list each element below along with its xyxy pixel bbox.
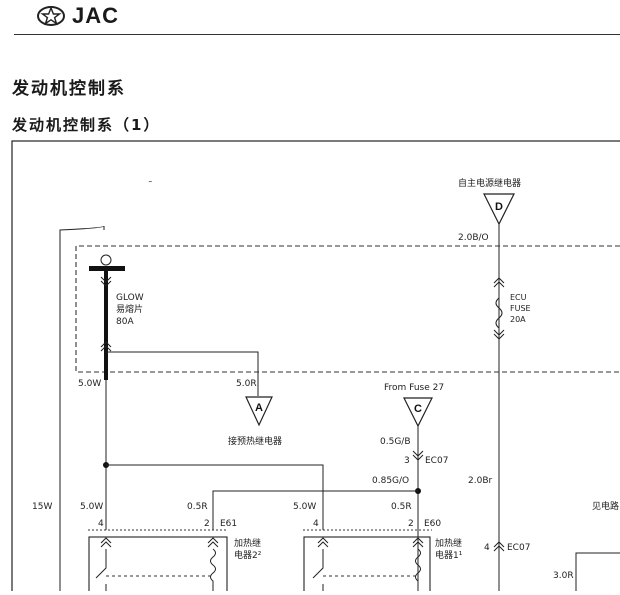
wire-label-c: 0.5G/B bbox=[380, 437, 411, 447]
relay2-code: E61 bbox=[220, 519, 237, 529]
wire-label-e60-right: 0.5R bbox=[391, 502, 412, 512]
glow-label-1: GLOW bbox=[116, 293, 144, 303]
wire-to-connector-a bbox=[106, 351, 259, 396]
relay2-body bbox=[88, 536, 228, 595]
diagram-frame bbox=[11, 140, 620, 595]
relay2-name-2: 电器2² bbox=[234, 549, 262, 561]
relay1-body bbox=[303, 536, 431, 595]
wiring-diagram-svg: GLOW 易熔片 80A 5.0W 5.0R A 接预热继电器 自主电源继电器 … bbox=[11, 140, 620, 595]
wire-label-glow-bottom: 5.0W bbox=[78, 379, 101, 389]
wire-label-e60-left: 5.0W bbox=[293, 502, 316, 512]
wire-5w-bus bbox=[106, 464, 324, 530]
relay1-switch-icon bbox=[312, 549, 324, 591]
scan-mark: ˜ bbox=[148, 181, 153, 191]
wire-label-ecu: 2.0Br bbox=[468, 476, 492, 486]
connector-d-triangle bbox=[483, 193, 515, 226]
jac-logo: JAC bbox=[36, 3, 119, 29]
jac-star-emblem-icon bbox=[37, 6, 65, 26]
relay2-switch-icon bbox=[95, 549, 107, 591]
relay2-pin-left: 4 bbox=[98, 519, 104, 529]
connector-a-name: 接预热继电器 bbox=[228, 435, 282, 447]
ecu-fuse-rating: 20A bbox=[510, 315, 526, 324]
ec07-bottom-code: EC07 bbox=[507, 543, 530, 553]
wire-label-15w: 15W bbox=[32, 502, 52, 512]
relay1-pin-right: 2 bbox=[408, 519, 414, 529]
wire-label-d: 2.0B/O bbox=[458, 233, 489, 243]
wiring-diagram: GLOW 易熔片 80A 5.0W 5.0R A 接预热继电器 自主电源继电器 … bbox=[0, 140, 620, 595]
ecu-connector-top-icon bbox=[493, 277, 505, 288]
ec07-bottom-pin: 4 bbox=[484, 543, 490, 553]
wire-label-c-bottom: 0.85G/O bbox=[372, 476, 409, 486]
relay1-code: E60 bbox=[424, 519, 441, 529]
harness-boundary bbox=[75, 245, 620, 373]
ec07-bottom-connector-icon bbox=[493, 541, 505, 552]
glow-connector-top-icon bbox=[100, 276, 112, 287]
relay2-coil-icon bbox=[210, 548, 216, 591]
glow-rating: 80A bbox=[116, 317, 134, 327]
wire-label-e61-left: 5.0W bbox=[80, 502, 103, 512]
connector-a-triangle bbox=[245, 396, 273, 427]
relay2-pin-right: 2 bbox=[204, 519, 210, 529]
ecu-fuse-label-2: FUSE bbox=[510, 304, 531, 313]
ecu-fuse-icon bbox=[495, 297, 503, 329]
connector-d-name: 自主电源继电器 bbox=[458, 177, 521, 189]
diagram-subtitle: 发动机控制系（1） bbox=[12, 116, 161, 134]
relay1-pin-left: 4 bbox=[313, 519, 319, 529]
relay2-name-1: 加热继 bbox=[234, 537, 261, 549]
relay1-name-1: 加热继 bbox=[435, 537, 462, 549]
relay1-connector-right-icon bbox=[412, 537, 424, 548]
relay2-connector-right-icon bbox=[207, 537, 219, 548]
glow-label-2: 易熔片 bbox=[116, 303, 143, 315]
section-title: 发动机控制系 bbox=[12, 79, 126, 99]
wire-15w-loop bbox=[59, 225, 105, 591]
connector-c-triangle bbox=[403, 397, 433, 428]
ec07-top-pin: 3 bbox=[404, 456, 410, 466]
relay2-connector-left-icon bbox=[100, 537, 112, 548]
right-edge-ref: 见电路 bbox=[592, 500, 619, 512]
connector-c-letter: C bbox=[414, 403, 422, 415]
wire-label-bottom-right: 3.0R bbox=[553, 571, 574, 581]
page-header: JAC bbox=[0, 0, 620, 36]
ec07-top-code: EC07 bbox=[425, 456, 448, 466]
header-divider bbox=[14, 34, 620, 35]
wire-label-e61-right: 0.5R bbox=[187, 502, 208, 512]
ecu-fuse-label-1: ECU bbox=[510, 293, 527, 302]
logo-text: JAC bbox=[72, 3, 120, 28]
wire-label-a: 5.0R bbox=[236, 379, 257, 389]
relay1-connector-left-icon bbox=[317, 537, 329, 548]
glow-busbar bbox=[89, 266, 125, 271]
wire-bottom-right bbox=[575, 552, 620, 591]
glow-terminal-icon bbox=[100, 254, 112, 266]
ec07-top-connector-icon bbox=[412, 450, 424, 461]
connector-d-letter: D bbox=[495, 201, 503, 213]
wire-splice-c-to-e61 bbox=[212, 490, 418, 530]
connector-a-letter: A bbox=[255, 402, 263, 414]
relay1-name-2: 电器1¹ bbox=[435, 549, 463, 561]
ecu-connector-bottom-icon bbox=[493, 329, 505, 340]
glow-connector-bottom-icon bbox=[100, 341, 112, 352]
connector-c-name: From Fuse 27 bbox=[384, 383, 444, 393]
